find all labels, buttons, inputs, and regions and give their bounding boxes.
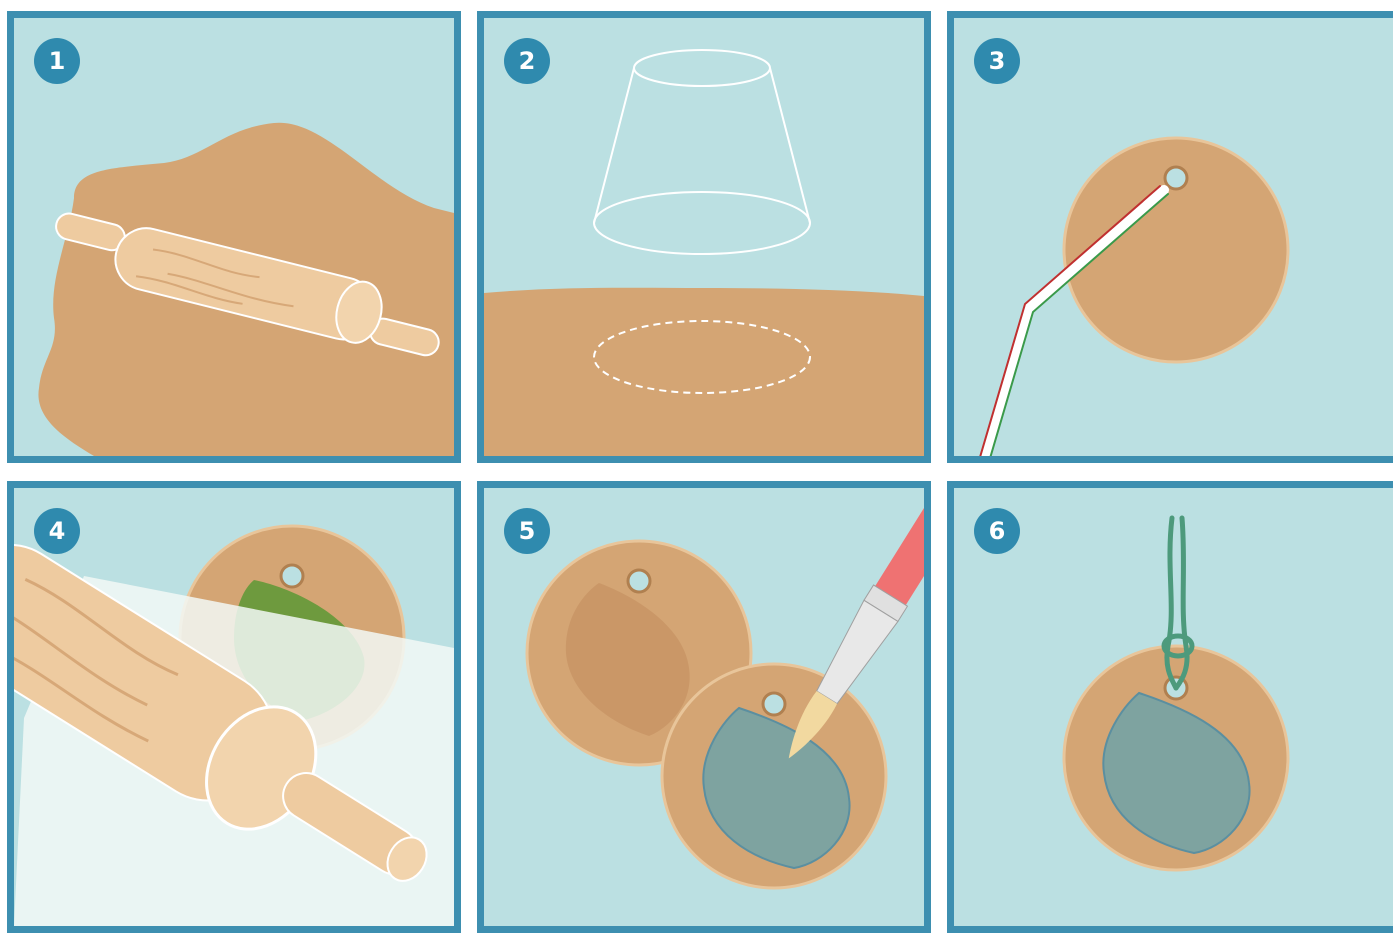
leaf-press-illustration xyxy=(14,488,454,926)
step-number-badge: 3 xyxy=(974,38,1020,84)
hanging-hole xyxy=(1165,167,1187,189)
hanging-hole xyxy=(628,570,650,592)
step-5-panel: 5 xyxy=(477,481,931,933)
step-number-badge: 4 xyxy=(34,508,80,554)
dough-slab xyxy=(484,288,924,456)
step-number-badge: 2 xyxy=(504,38,550,84)
cup-cutter-illustration xyxy=(484,18,924,456)
paint-brush-illustration xyxy=(484,488,924,926)
step-number-badge: 6 xyxy=(974,508,1020,554)
hanging-hole xyxy=(763,693,785,715)
step-1-panel: 1 xyxy=(7,11,461,463)
string-ornament-illustration xyxy=(954,488,1393,926)
step-6-panel: 6 xyxy=(947,481,1393,933)
step-3-panel: 3 xyxy=(947,11,1393,463)
step-number-badge: 1 xyxy=(34,38,80,84)
straw-hole-illustration xyxy=(954,18,1393,456)
step-number-badge: 5 xyxy=(504,508,550,554)
clear-cup xyxy=(594,50,810,254)
step-4-panel: 4 xyxy=(7,481,461,933)
hanging-hole xyxy=(281,565,303,587)
rolling-pin-dough-illustration xyxy=(14,18,454,456)
step-2-panel: 2 xyxy=(477,11,931,463)
